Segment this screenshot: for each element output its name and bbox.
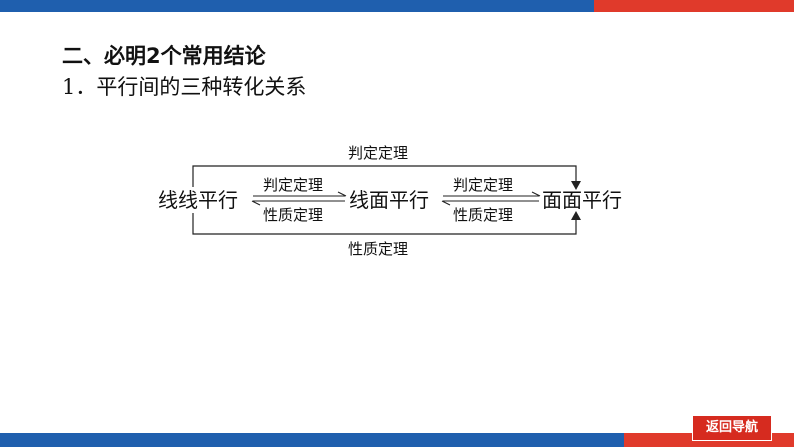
- label-lp-pp-forward: 判定定理: [453, 176, 514, 194]
- label-ll-lp-backward: 性质定理: [263, 206, 324, 224]
- return-navigation-button[interactable]: 返回导航: [692, 415, 772, 441]
- label-top-loop: 判定定理: [348, 144, 409, 162]
- parallel-relations-diagram: 线线平行 线面平行 面面平行 判定定理 性质定理 判定定理 性质定理 判定定理 …: [155, 138, 645, 268]
- section-heading: 二、必明2个常用结论: [62, 44, 266, 68]
- label-lp-pp-backward: 性质定理: [453, 206, 514, 224]
- subsection-heading: 1．平行间的三种转化关系: [62, 75, 307, 99]
- top-accent-bar: [594, 0, 794, 12]
- label-bottom-loop: 性质定理: [348, 240, 409, 258]
- node-plane-plane-parallel: 面面平行: [542, 188, 622, 212]
- top-decor-bar: [0, 0, 794, 12]
- diagram-arrows: [192, 165, 581, 235]
- node-line-plane-parallel: 线面平行: [349, 188, 429, 212]
- node-line-line-parallel: 线线平行: [158, 188, 238, 212]
- label-ll-lp-forward: 判定定理: [263, 176, 324, 194]
- bottom-decor-bar: [0, 433, 794, 447]
